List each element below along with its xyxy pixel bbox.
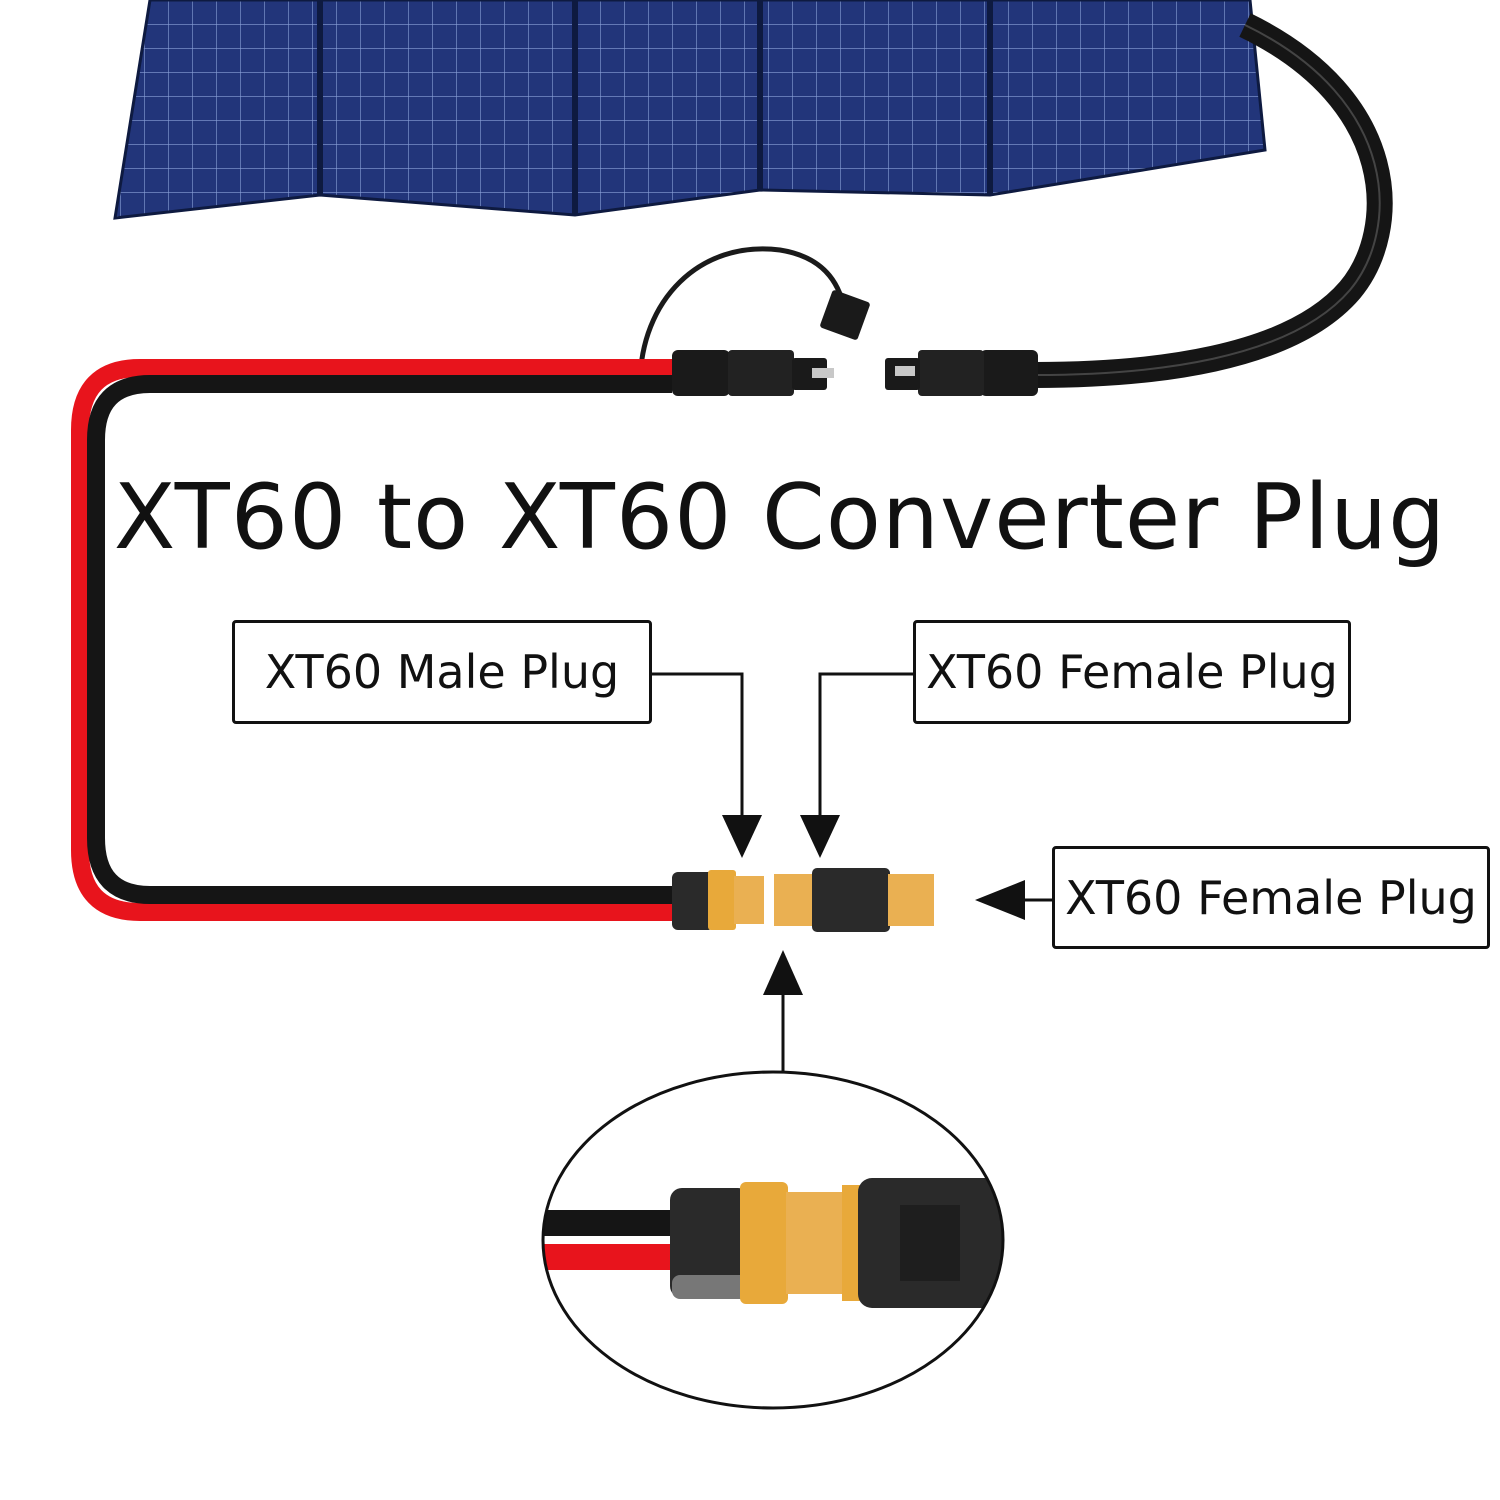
detail-ellipse: [541, 1070, 1005, 1410]
sae-connector-left: [637, 246, 870, 396]
sae-connector-right: [885, 350, 1038, 396]
arrowhead-male: [722, 815, 762, 858]
label-xt60-male-plug: XT60 Male Plug: [232, 620, 652, 724]
xt60-adapter: [774, 868, 934, 932]
label-xt60-female-plug-right: XT60 Female Plug: [1052, 846, 1490, 949]
label-xt60-female-plug-top: XT60 Female Plug: [913, 620, 1351, 724]
label-text: XT60 Female Plug: [926, 645, 1338, 699]
detail-view: [543, 1178, 1003, 1308]
label-text: XT60 Female Plug: [1065, 870, 1477, 925]
page-title: XT60 to XT60 Converter Plug: [113, 465, 1447, 570]
red-black-cable: [71, 359, 680, 921]
arrowhead-detail: [763, 950, 803, 995]
arrowhead-female-right: [975, 880, 1025, 920]
xt60-male-plug: [672, 870, 764, 930]
solar-panel: [113, 0, 1267, 220]
label-text: XT60 Male Plug: [264, 645, 620, 699]
arrowhead-female-top: [800, 815, 840, 858]
arrow-male: [652, 672, 744, 820]
arrow-female-top: [818, 672, 913, 820]
